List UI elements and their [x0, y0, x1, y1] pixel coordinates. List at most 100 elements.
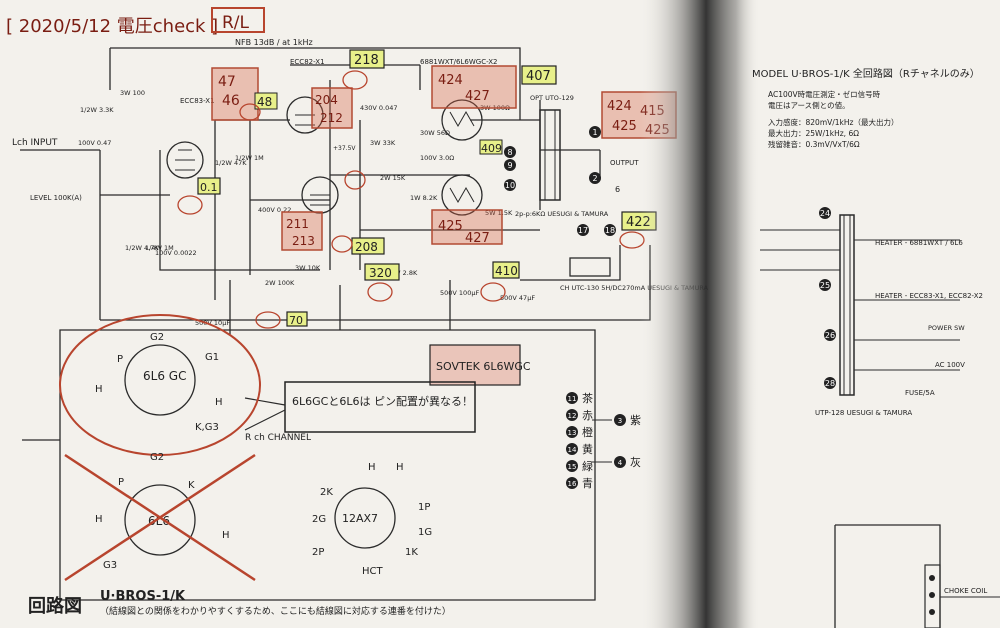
voltage-reading: 70: [289, 314, 303, 327]
svg-text:8: 8: [507, 148, 512, 157]
comparison-note: 6L6GCと6L6は ピン配置が異なる！: [292, 394, 473, 408]
svg-text:12: 12: [568, 412, 577, 420]
spec-line: 最大出力：25W/1kHz, 6Ω: [768, 128, 859, 138]
comp-val: 3W 2.8K: [390, 269, 418, 277]
voltage-reading: 208: [355, 240, 378, 254]
ac-in-label: AC 100V: [935, 361, 965, 369]
voltage-reading: 47: [218, 74, 236, 90]
comp-val: 1/2W 3.3K: [80, 106, 114, 114]
svg-text:16: 16: [568, 480, 577, 488]
tube-name: 6L6 GC: [143, 369, 186, 383]
svg-text:24: 24: [820, 209, 830, 218]
output-transformer: [539, 109, 561, 201]
comp-val: 430V 0.047: [360, 104, 398, 112]
opt-label: OPT UTO-129: [530, 94, 574, 102]
component-values: 100V 0.47 1/2W 3.3K 3W 100 3W 10K 2W 100…: [78, 89, 535, 327]
svg-text:灰: 灰: [630, 455, 641, 469]
spec-line: 残留雑音：0.3mV/VxT/6Ω: [768, 139, 860, 149]
pin-label: 1P: [418, 502, 430, 513]
nfb-label: NFB 13dB / at 1kHz: [235, 38, 313, 47]
svg-text:赤: 赤: [582, 409, 593, 422]
comp-val: 1/2W 4.7K: [125, 244, 159, 252]
svg-text:17: 17: [578, 226, 588, 235]
pin-label: H: [95, 514, 103, 525]
svg-text:26: 26: [825, 331, 835, 340]
svg-text:4: 4: [618, 459, 623, 467]
color-row: 16 青: [566, 477, 593, 490]
voltage-reading: 0.1: [200, 181, 218, 194]
pin-label: H: [368, 462, 376, 473]
input-tube-ecc83: [166, 141, 204, 179]
svg-text:11: 11: [568, 395, 577, 403]
comp-val: 3W 10K: [295, 264, 321, 272]
pin-label: HCT: [362, 566, 384, 577]
condition-line: 電圧はアース側との値。: [768, 100, 850, 110]
svg-text:2: 2: [592, 174, 597, 183]
pin-label: 2K: [320, 487, 333, 498]
tube-label-ecc83: ECC83-X1: [180, 97, 215, 105]
comp-val: 1/2W 1M: [235, 154, 264, 162]
voltage-reading: 46: [222, 93, 240, 109]
output-tube-top: [441, 99, 483, 141]
voltage-reading: 211: [286, 217, 309, 231]
voltage-reading: 218: [354, 53, 379, 68]
footer-model: U·BROS-1/K: [100, 589, 186, 604]
svg-text:黄: 黄: [582, 442, 593, 456]
pin-label: 1G: [418, 527, 432, 538]
comp-val: 30W 56Ω: [420, 129, 450, 137]
comp-val: 100V 0.47: [78, 139, 111, 147]
choke-coil: [569, 257, 611, 277]
power-transformer-label: UTP-128 UESUGI & TAMURA: [815, 409, 912, 417]
comp-val: 1/4W 1M: [145, 244, 174, 252]
pin-label: H: [222, 530, 230, 541]
voltage-reading: 212: [320, 111, 343, 125]
voltage-reading: 213: [292, 234, 315, 248]
tube-label-output: 6881WXT/6L6WGC-X2: [420, 58, 498, 66]
driver-tube-bottom: [301, 176, 339, 214]
pin-label: K: [188, 480, 195, 491]
r-channel-label: R ch CHANNEL: [245, 433, 311, 443]
pin-label: G1: [205, 352, 219, 363]
svg-text:青: 青: [582, 477, 593, 490]
comp-val: 2W 100K: [265, 279, 295, 287]
comp-val: 3W 100: [120, 89, 145, 97]
pin-label: 2P: [312, 547, 324, 558]
spec-line: 入力感度：820mV/1kHz（最大出力）: [768, 117, 898, 127]
condition-line: AC100V時電圧測定・ゼロ信号時: [768, 89, 881, 99]
svg-text:紫: 紫: [630, 414, 641, 427]
svg-text:茶: 茶: [582, 392, 593, 405]
color-row: 11 茶: [566, 392, 593, 405]
voltage-reading: 425: [438, 219, 463, 234]
voltage-reading: 410: [495, 264, 518, 278]
opt-maker: 2p-p:6KΩ UESUGI & TAMURA: [515, 210, 609, 218]
choke-coil-label: CHOKE COIL: [944, 587, 987, 595]
comp-val: 2W 15K: [380, 174, 406, 182]
voltage-reading: 48: [257, 95, 272, 109]
tube-label-ecc82: ECC82-X1: [290, 58, 325, 66]
comp-val: 400V 0.22: [258, 206, 291, 214]
comp-val: 1/2W 47K: [215, 159, 247, 167]
pin-label: H: [95, 384, 103, 395]
page-fold-shadow: [640, 0, 760, 628]
svg-text:3: 3: [618, 417, 622, 425]
power-transformer: [760, 214, 960, 396]
sovtek-note: SOVTEK 6L6WGC: [436, 360, 531, 373]
pinout-6l6gc-highlight: [59, 314, 261, 456]
pin-label: H: [215, 397, 223, 408]
rl-tag: R/L: [222, 13, 250, 33]
model-title: MODEL U·BROS-1/K 全回路図（Rチャネルのみ）: [752, 67, 980, 80]
svg-text:15: 15: [568, 463, 577, 471]
pin-label: K,G3: [195, 422, 219, 433]
comp-val: 100V 0.0022: [155, 249, 197, 257]
tube-name: 12AX7: [342, 512, 378, 525]
fuse-label: FUSE/5A: [905, 389, 935, 397]
comp-val: 500V 10μF: [195, 319, 230, 327]
svg-text:13: 13: [568, 429, 577, 437]
comp-val: 500V 47μF: [500, 294, 535, 302]
voltage-reading: 407: [526, 69, 551, 84]
